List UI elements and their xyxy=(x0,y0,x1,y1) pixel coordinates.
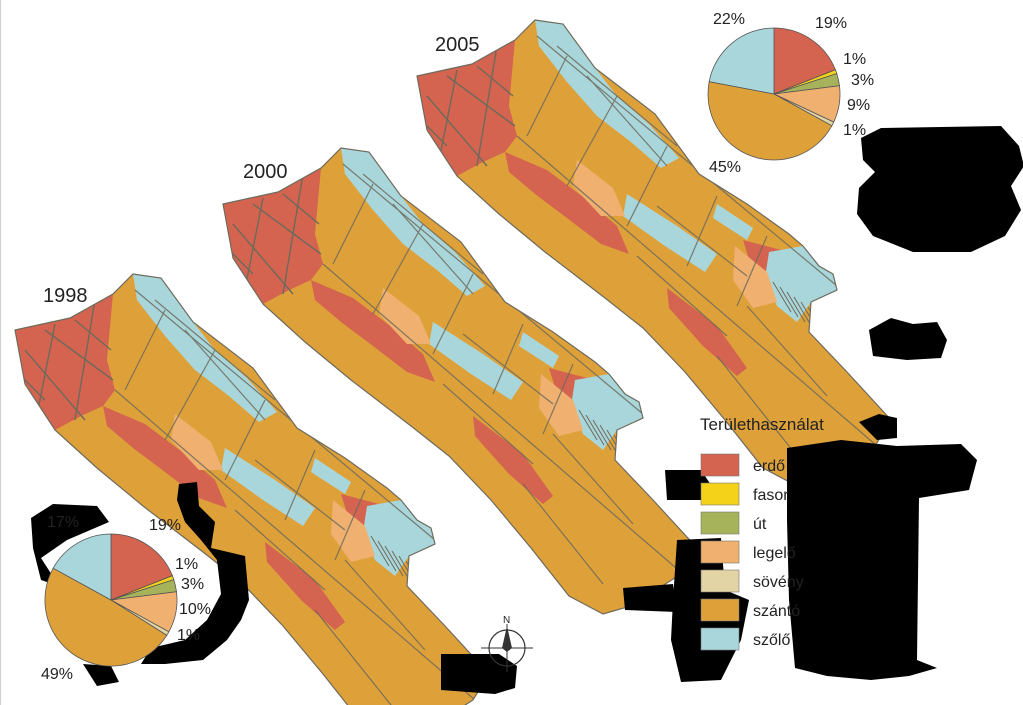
pie-slice-szolo xyxy=(52,533,112,601)
maps-layer xyxy=(14,19,892,705)
redaction-blob xyxy=(141,482,249,664)
legend-swatch-szolo xyxy=(700,627,740,651)
pie-slice-szanto xyxy=(707,81,833,161)
land-use-map-1998 xyxy=(14,273,490,705)
forest-zone xyxy=(505,152,629,254)
legend-label-fasor: fasor xyxy=(753,487,789,504)
legend-label-legelo: legelő xyxy=(753,545,796,562)
legend-label-szanto: szántó xyxy=(753,603,800,620)
pasture-zone xyxy=(733,246,777,308)
redaction-marks xyxy=(31,126,1023,694)
legend-swatch-erdo xyxy=(700,453,740,477)
legend: Területhasználat erdő fasor út legelő sövény… xyxy=(700,415,824,651)
forest-zone xyxy=(311,280,435,382)
redaction-blob xyxy=(31,504,109,586)
legend-label-erdo: erdő xyxy=(753,458,785,475)
pie-2005-label-szolo: 22% xyxy=(713,11,745,28)
pie-2005-label-szanto: 45% xyxy=(709,159,741,176)
pie-2005-label-legelo: 9% xyxy=(847,97,870,114)
pasture-zone xyxy=(539,374,583,436)
pie-slice-szanto xyxy=(44,567,168,667)
vineyard-zone xyxy=(571,374,643,450)
vineyard-zone xyxy=(519,332,559,368)
legend-swatch-ut xyxy=(700,511,740,535)
pasture-zone xyxy=(171,414,223,470)
pie-1998-label-legelo: 10% xyxy=(179,601,211,618)
pie-slice-szolo xyxy=(708,27,775,95)
redaction-blob xyxy=(83,664,119,686)
legend-label-soveny: sövény xyxy=(753,574,804,591)
map-year-label-1998: 1998 xyxy=(43,285,88,307)
north-arrow-label: N xyxy=(503,615,510,626)
land-use-map-2000 xyxy=(222,147,698,615)
forest-zone xyxy=(265,542,345,630)
legend-swatch-szanto xyxy=(700,598,740,622)
pie-2005-label-erdo: 19% xyxy=(815,15,847,32)
vineyard-zone xyxy=(221,448,315,526)
pie-1998-label-soveny: 1% xyxy=(177,627,200,644)
legend-swatch-fasor xyxy=(700,482,740,506)
legend-label-ut: út xyxy=(753,516,767,533)
redaction-blob xyxy=(859,414,897,440)
redaction-blob xyxy=(857,126,1023,252)
vineyard-zone xyxy=(713,204,753,240)
vineyard-zone xyxy=(311,458,351,494)
vineyard-zone xyxy=(363,500,435,576)
pie-1998-label-erdo: 19% xyxy=(149,517,181,534)
vineyard-zone xyxy=(429,322,523,400)
north-arrow-icon: N xyxy=(481,615,533,672)
pie-slice-erdo xyxy=(773,27,836,95)
pie-2005-label-soveny: 1% xyxy=(843,122,866,139)
legend-swatch-legelo xyxy=(700,540,740,564)
pie-chart-1998 xyxy=(44,533,178,667)
vineyard-zone xyxy=(765,246,837,322)
legend-items: erdő fasor út legelő sövény szántó szőlő xyxy=(700,453,804,651)
pie-2005-label-ut: 3% xyxy=(851,72,874,89)
pie-1998-label-ut: 3% xyxy=(181,576,204,593)
pie-slice-erdo xyxy=(110,533,173,601)
pie-1998-label-szanto: 49% xyxy=(41,666,73,683)
legend-label-szolo: szőlő xyxy=(753,632,790,649)
pie-chart-2005 xyxy=(707,27,841,161)
legend-swatch-soveny xyxy=(700,569,740,593)
forest-zone xyxy=(473,416,553,504)
forest-zone xyxy=(667,288,747,376)
pie-1998-label-szolo: 17% xyxy=(47,514,79,531)
pasture-zone xyxy=(379,288,431,344)
map-year-label-2005: 2005 xyxy=(435,34,480,56)
redaction-blob xyxy=(441,654,517,694)
redaction-blob xyxy=(623,584,677,612)
pasture-zone xyxy=(331,500,375,562)
pie-1998-label-fasor: 1% xyxy=(175,556,198,573)
redaction-blob xyxy=(787,440,977,680)
redaction-blob xyxy=(869,318,947,360)
legend-title: Területhasználat xyxy=(700,415,824,434)
pie-2005-label-fasor: 1% xyxy=(843,51,866,68)
land-use-map-2005 xyxy=(416,19,892,487)
vineyard-zone xyxy=(623,194,717,272)
pasture-zone xyxy=(573,160,625,216)
map-year-label-2000: 2000 xyxy=(243,161,288,183)
